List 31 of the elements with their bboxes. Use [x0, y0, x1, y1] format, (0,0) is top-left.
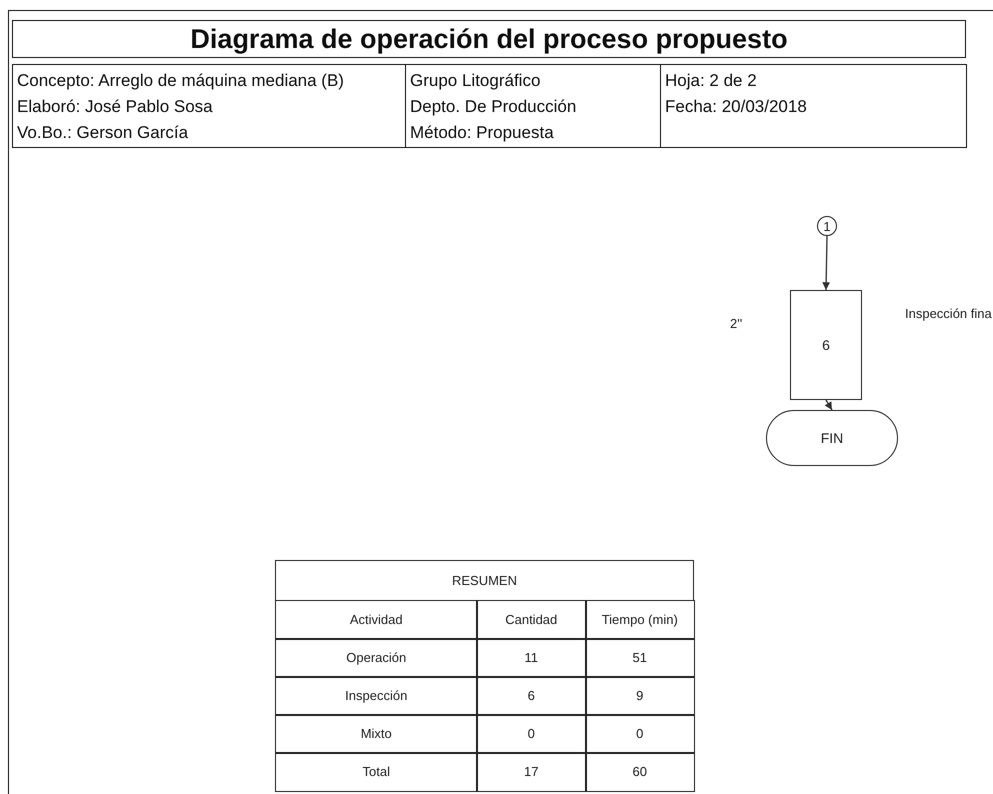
header-text: Vo.Bo.: Gerson García [17, 122, 190, 144]
table-cell: 9 [585, 676, 694, 716]
table-cell: Actividad [275, 600, 478, 640]
header-text: Depto. De Producción [410, 96, 578, 118]
arrow [824, 400, 833, 410]
table-cell: Mixto [275, 714, 478, 754]
header-text: Método: Propuesta [410, 122, 555, 144]
table-cell: Tiempo (min) [585, 600, 694, 640]
node-note: 2'' [730, 316, 742, 331]
table-cell: 6 [476, 676, 586, 716]
header-text: Fecha: 20/03/2018 [665, 96, 808, 118]
table-cell: Operación [275, 638, 478, 678]
table-cell: 60 [585, 752, 694, 792]
table-cell: Total [275, 752, 478, 792]
table-cell: 0 [476, 714, 586, 754]
connector-circle: 1 [817, 216, 837, 236]
header-text: Grupo Litográfico [410, 70, 542, 92]
table-header-cell: RESUMEN [275, 560, 694, 601]
node-note: Inspección fina [905, 306, 992, 321]
header-text: Concepto: Arreglo de máquina mediana (B) [17, 70, 345, 92]
table-cell: 17 [476, 752, 586, 792]
header-text: Elaboró: José Pablo Sosa [17, 96, 214, 118]
table-cell: 11 [476, 638, 586, 678]
table-cell: Inspección [275, 676, 478, 716]
table-cell: 0 [585, 714, 694, 754]
arrow [822, 236, 830, 290]
inspection-box: 6 [790, 290, 862, 400]
title: Diagrama de operación del proceso propuesto [12, 20, 966, 58]
table-cell: 51 [585, 638, 694, 678]
table-cell: Cantidad [476, 600, 586, 640]
header-text: Hoja: 2 de 2 [665, 70, 758, 92]
